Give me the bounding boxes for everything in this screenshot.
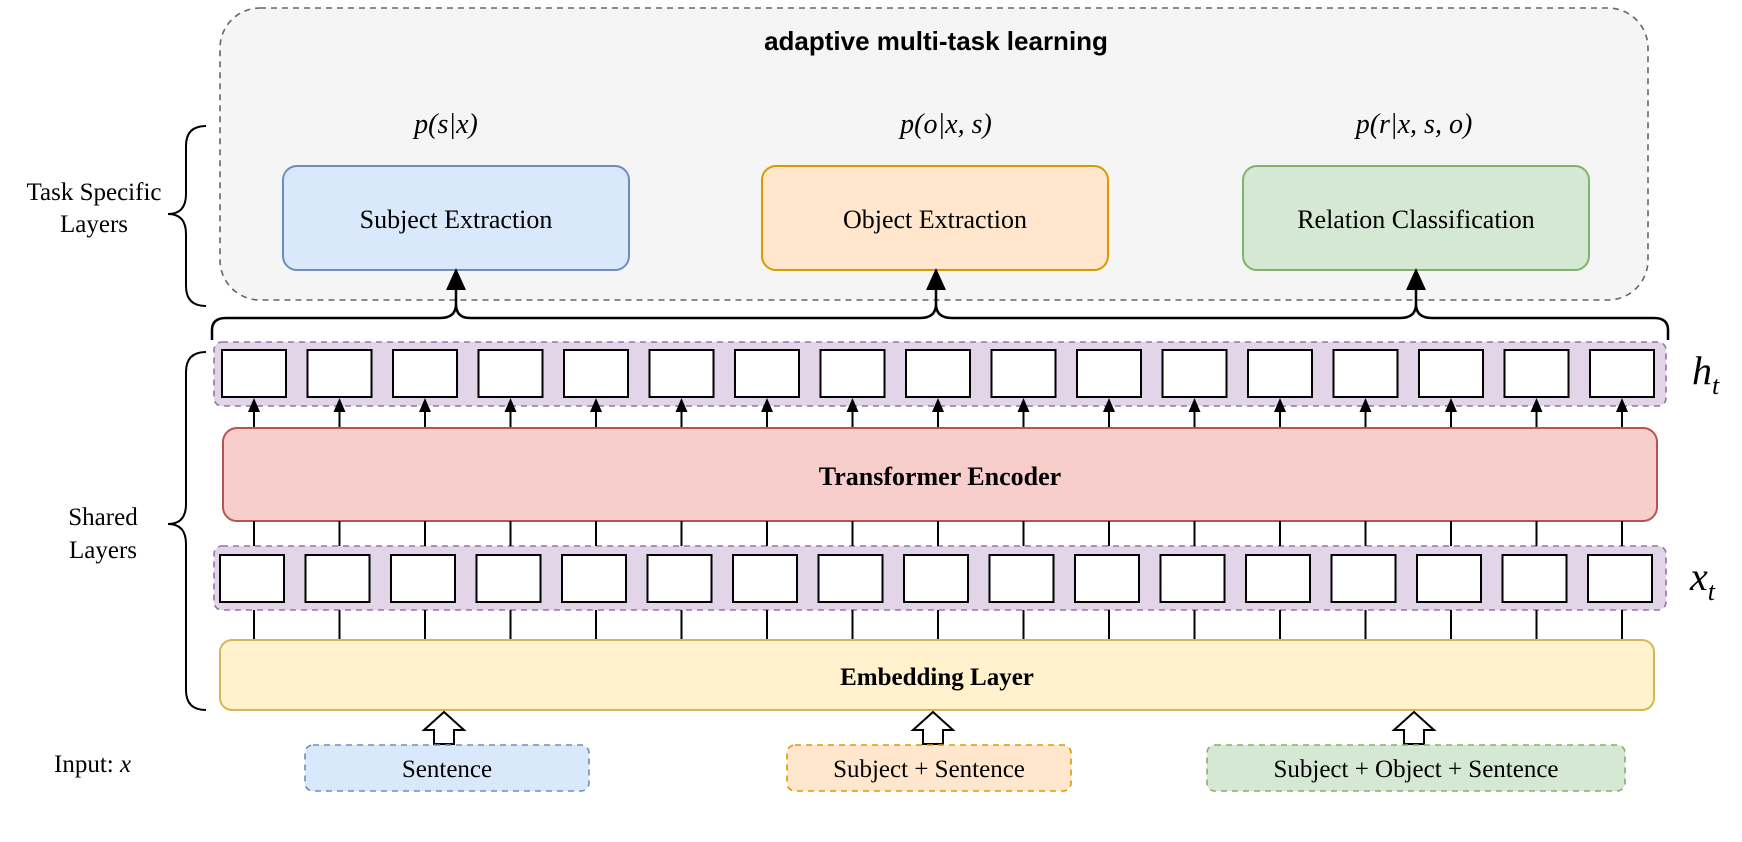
encoder-to-hidden-arrowhead bbox=[419, 398, 431, 412]
input-token-box bbox=[475, 554, 542, 603]
encoder-to-hidden-arrowhead bbox=[590, 398, 602, 412]
input-connector-group bbox=[253, 521, 1623, 640]
hidden-token-box bbox=[819, 349, 886, 398]
embedding-layer-label: Embedding Layer bbox=[840, 664, 1034, 691]
encoder-to-hidden-arrowhead bbox=[761, 398, 773, 412]
input-token-box bbox=[1330, 554, 1397, 603]
embedding-layer-box bbox=[219, 639, 1655, 711]
hidden-token-box bbox=[1332, 349, 1399, 398]
hidden-token-box bbox=[1418, 349, 1484, 398]
arrowhead-to-object bbox=[926, 268, 946, 290]
diagram-title: adaptive multi-task learning bbox=[764, 26, 1108, 56]
hidden-token-box bbox=[306, 349, 373, 398]
hidden-token-group bbox=[221, 349, 1655, 398]
encoder-to-hidden-arrowhead bbox=[1359, 398, 1372, 412]
input-token-box bbox=[1587, 554, 1653, 603]
shared-label-line2: Layers bbox=[69, 537, 137, 564]
shared-label-line1: Shared bbox=[68, 504, 138, 531]
hidden-token-box bbox=[1076, 349, 1142, 398]
hidden-arrow-group bbox=[248, 398, 1628, 428]
hollow-arrow-sentence bbox=[421, 710, 467, 745]
subject-sentence-input-label: Subject + Sentence bbox=[833, 756, 1025, 783]
arrowhead-to-relation bbox=[1406, 268, 1426, 290]
hidden-state-label: ht bbox=[1692, 348, 1720, 400]
task-specific-label-line1: Task Specific bbox=[26, 179, 161, 206]
transformer-encoder-box bbox=[222, 427, 1658, 522]
input-token-box bbox=[1245, 554, 1311, 603]
shared-layers-brace bbox=[167, 351, 207, 711]
input-token-box bbox=[903, 554, 969, 603]
input-token-box bbox=[304, 554, 371, 603]
input-token-box bbox=[561, 554, 627, 603]
input-token-box bbox=[1074, 554, 1140, 603]
arrowhead-to-subject bbox=[446, 268, 466, 290]
encoder-to-hidden-arrowhead bbox=[675, 398, 688, 412]
input-embedding-label: xt bbox=[1689, 554, 1716, 606]
encoder-to-hidden-arrowhead bbox=[1616, 398, 1628, 412]
encoder-to-hidden-arrowhead bbox=[248, 398, 260, 412]
encoder-to-hidden-arrowhead bbox=[333, 398, 346, 412]
input-token-box bbox=[1501, 554, 1568, 603]
hidden-token-box bbox=[990, 349, 1057, 398]
task-probability-object: p(o|x, s) bbox=[898, 109, 992, 140]
subject-extraction-label: Subject Extraction bbox=[360, 205, 553, 234]
output-brace bbox=[210, 276, 1670, 340]
input-token-box bbox=[1159, 554, 1226, 603]
input-token-box bbox=[646, 554, 713, 603]
relation-classification-label: Relation Classification bbox=[1297, 205, 1535, 234]
task-specific-brace bbox=[167, 125, 207, 307]
hidden-token-box bbox=[563, 349, 629, 398]
transformer-encoder-label: Transformer Encoder bbox=[819, 462, 1061, 491]
hidden-token-box bbox=[1503, 349, 1570, 398]
hidden-token-box bbox=[392, 349, 458, 398]
object-extraction-label: Object Extraction bbox=[843, 205, 1027, 234]
subject-object-sentence-input-box bbox=[1206, 744, 1626, 792]
input-token-box bbox=[732, 554, 798, 603]
subject-object-sentence-input-label: Subject + Object + Sentence bbox=[1273, 756, 1558, 783]
encoder-to-hidden-arrowhead bbox=[1103, 398, 1115, 412]
task-specific-label-line2: Layers bbox=[60, 211, 128, 238]
encoder-to-hidden-arrowhead bbox=[1274, 398, 1286, 412]
hidden-token-box bbox=[477, 349, 544, 398]
input-token-box bbox=[1416, 554, 1482, 603]
input-token-group bbox=[219, 554, 1653, 603]
input-token-box bbox=[390, 554, 456, 603]
subject-sentence-input-box bbox=[786, 744, 1072, 792]
encoder-to-hidden-arrowhead bbox=[1017, 398, 1030, 412]
encoder-to-hidden-arrowhead bbox=[1530, 398, 1543, 412]
encoder-to-hidden-arrowhead bbox=[846, 398, 859, 412]
sentence-input-label: Sentence bbox=[402, 756, 492, 783]
task-probability-relation: p(r|x, s, o) bbox=[1354, 109, 1473, 140]
hidden-token-box bbox=[1247, 349, 1313, 398]
hollow-arrow-subject-sentence bbox=[910, 710, 956, 745]
hidden-token-box bbox=[1161, 349, 1228, 398]
hidden-token-box bbox=[905, 349, 971, 398]
sentence-input-box bbox=[304, 744, 590, 792]
encoder-to-hidden-arrowhead bbox=[1445, 398, 1457, 412]
hidden-token-box bbox=[734, 349, 800, 398]
hidden-token-box bbox=[648, 349, 715, 398]
encoder-to-hidden-arrowhead bbox=[1188, 398, 1201, 412]
encoder-to-hidden-arrowhead bbox=[932, 398, 944, 412]
hidden-token-box bbox=[1589, 349, 1655, 398]
object-extraction-box bbox=[761, 165, 1109, 271]
task-probability-subject: p(s|x) bbox=[412, 109, 478, 140]
input-token-box bbox=[817, 554, 884, 603]
input-token-box bbox=[219, 554, 285, 603]
encoder-to-hidden-arrowhead bbox=[504, 398, 517, 412]
hollow-arrow-subject-object-sentence bbox=[1391, 710, 1437, 745]
hidden-token-box bbox=[221, 349, 287, 398]
input-token-box bbox=[988, 554, 1055, 603]
input-label: Input: x bbox=[54, 751, 131, 778]
